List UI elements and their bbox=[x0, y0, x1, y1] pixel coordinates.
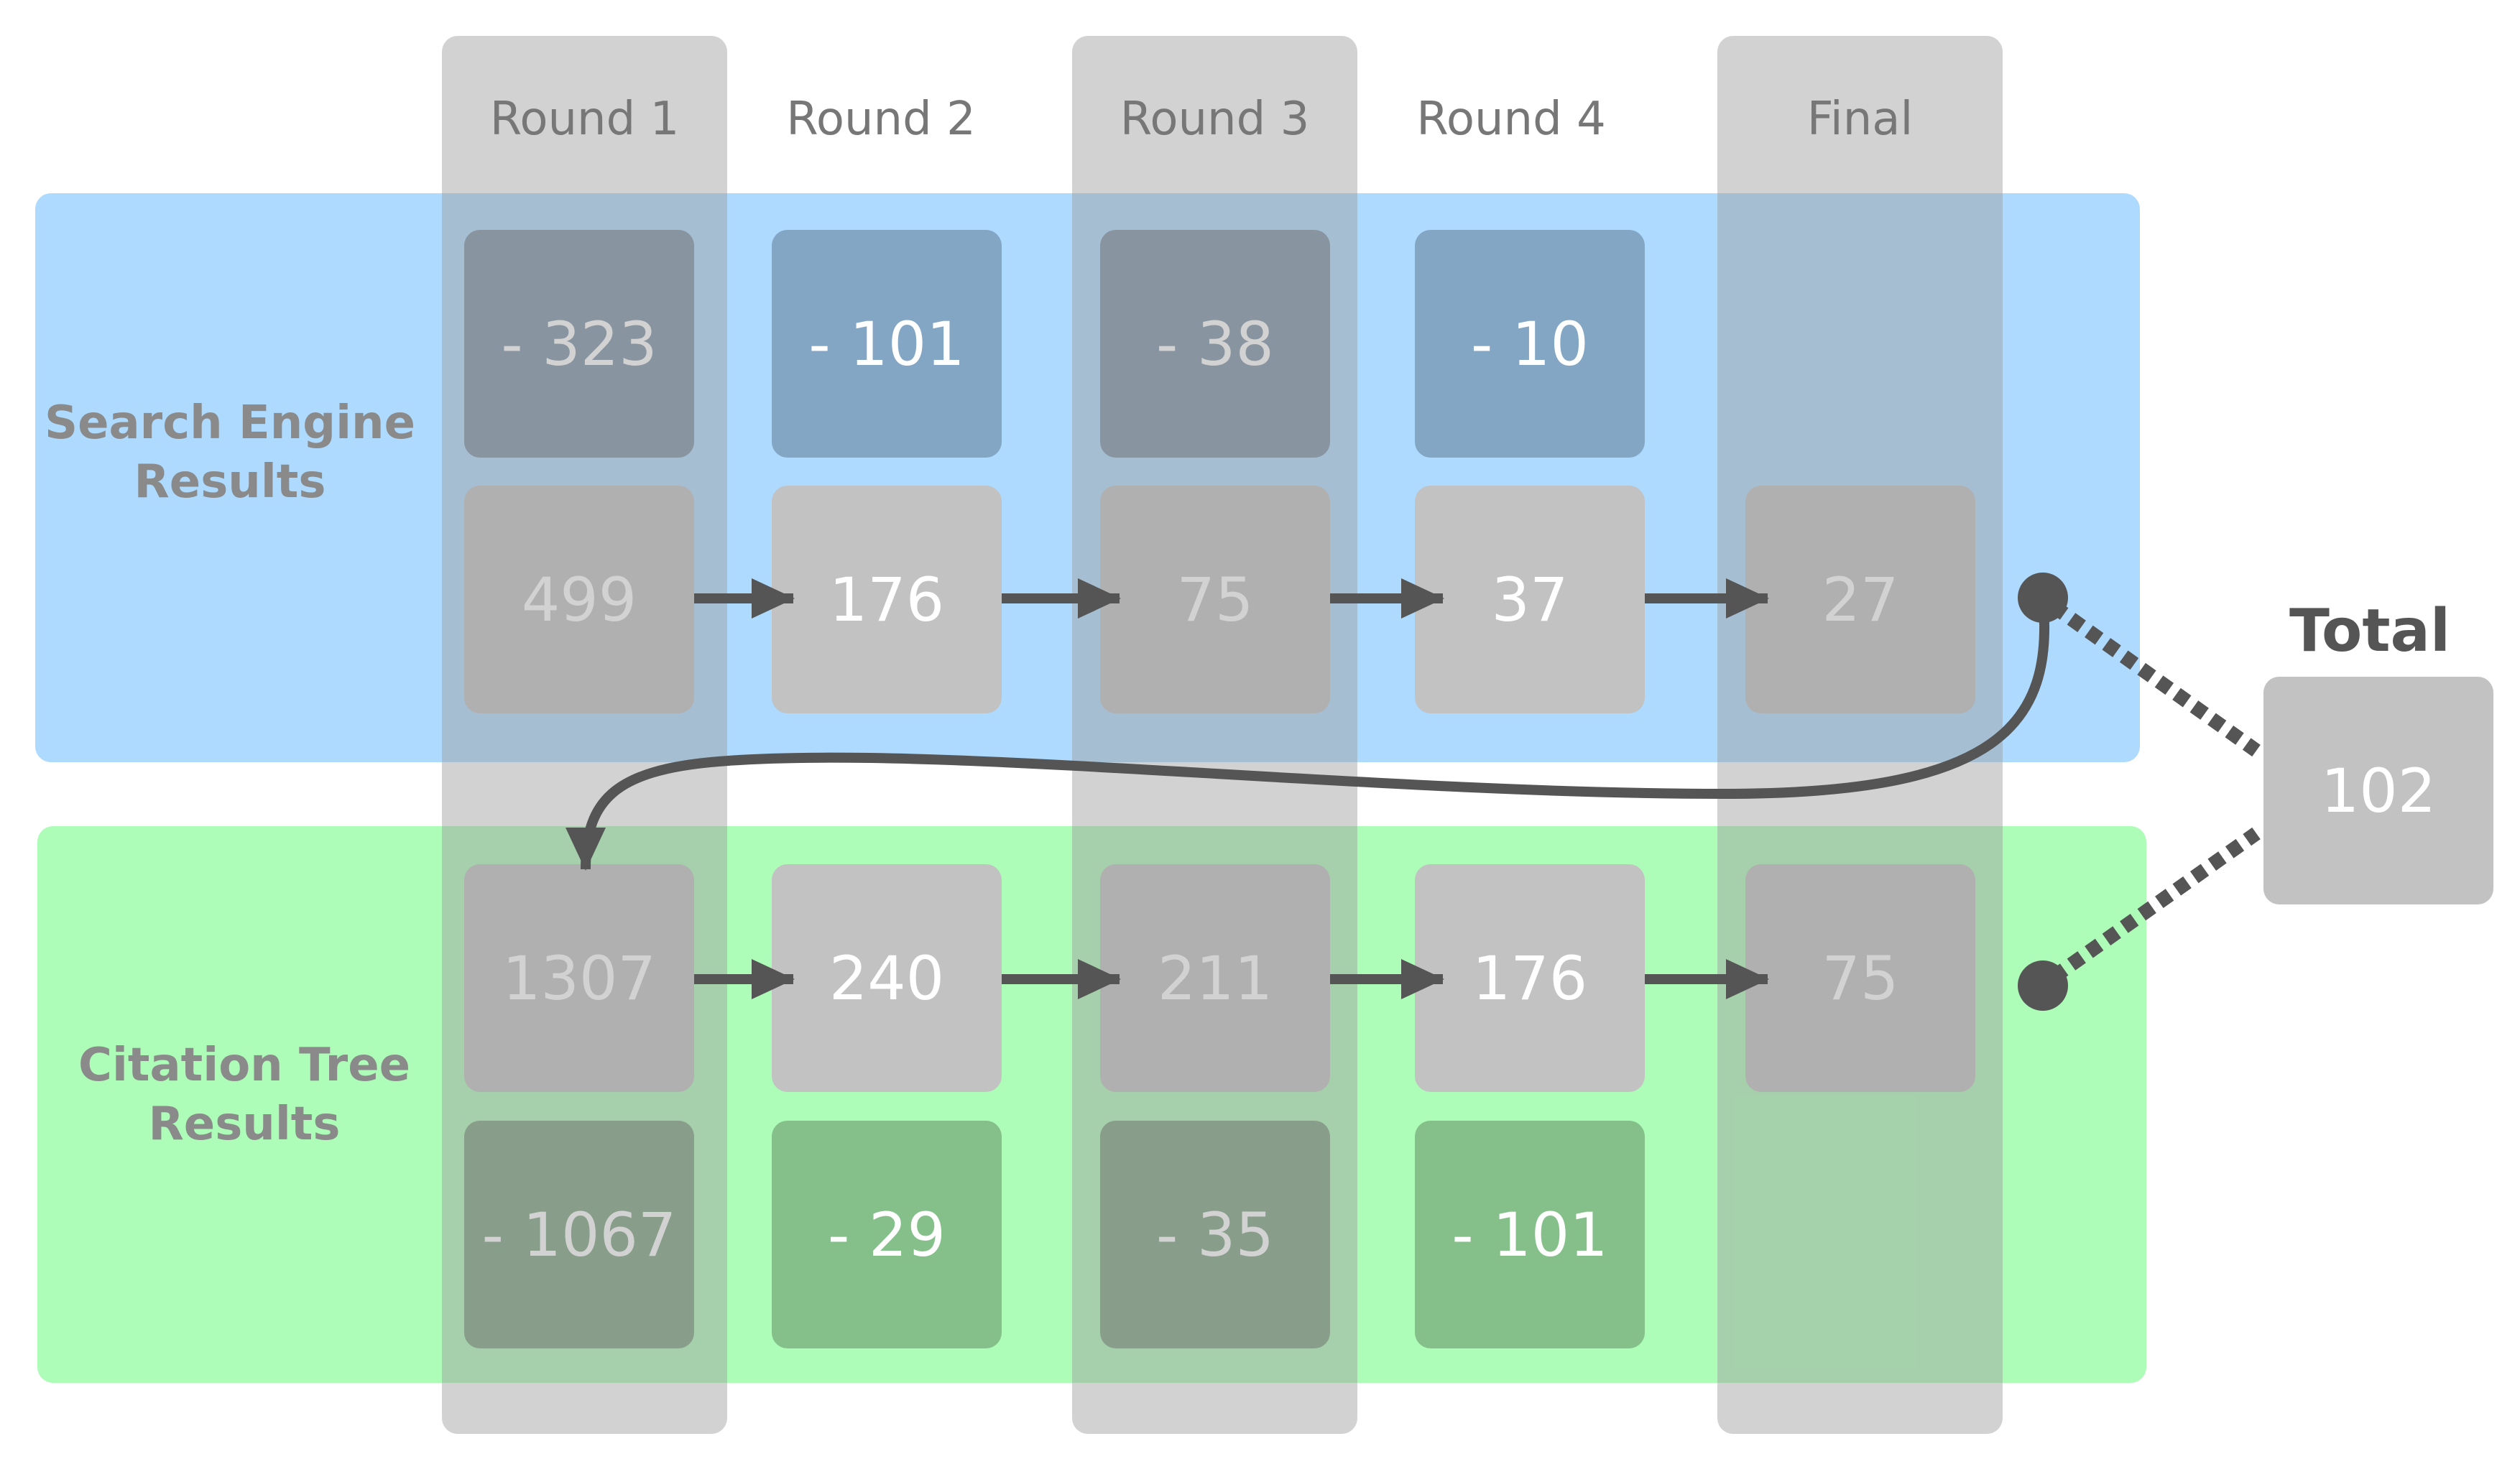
search-count-round-1: 499 bbox=[464, 486, 694, 713]
citation-removed-round-2: - 29 bbox=[772, 1121, 1002, 1348]
header-round-1: Round 1 bbox=[489, 93, 680, 146]
total-label: Total bbox=[2289, 597, 2451, 665]
column-round-3 bbox=[1072, 36, 1357, 1434]
column-round-1 bbox=[442, 36, 727, 1434]
search-to-total-dotted bbox=[2049, 600, 2261, 757]
search-to-citation-curve bbox=[566, 597, 2050, 871]
citation-count-round-3: 211 bbox=[1100, 864, 1330, 1092]
header-round-2: Round 2 bbox=[786, 93, 976, 146]
search-count-round-3: 75 bbox=[1100, 486, 1330, 713]
header-round-4: Round 4 bbox=[1416, 93, 1606, 146]
citation-removed-round-1: - 1067 bbox=[464, 1121, 694, 1348]
citation-count-round-2: 240 bbox=[772, 864, 1002, 1092]
header-round-3: Round 3 bbox=[1120, 93, 1310, 146]
search-removed-round-4: - 10 bbox=[1415, 230, 1645, 458]
column-final bbox=[1717, 36, 2003, 1434]
citation-count-round-4: 176 bbox=[1415, 864, 1645, 1092]
search-count-round-2: 176 bbox=[772, 486, 1002, 713]
header-final: Final bbox=[1806, 93, 1914, 146]
search-count-final: 27 bbox=[1745, 486, 1975, 713]
search-count-round-4: 37 bbox=[1415, 486, 1645, 713]
citation-to-total-dotted bbox=[2049, 827, 2261, 983]
search-removed-round-1: - 323 bbox=[464, 230, 694, 458]
total-value-box: 102 bbox=[2263, 677, 2493, 904]
search-removed-round-3: - 38 bbox=[1100, 230, 1330, 458]
citation-removed-round-4: - 101 bbox=[1415, 1121, 1645, 1348]
citation-count-round-1: 1307 bbox=[464, 864, 694, 1092]
citation-removed-round-3: - 35 bbox=[1100, 1121, 1330, 1348]
search-removed-round-2: - 101 bbox=[772, 230, 1002, 458]
citation-count-final: 75 bbox=[1745, 864, 1975, 1092]
citation-tree-label: Citation Tree Results bbox=[78, 1039, 411, 1151]
search-engine-label: Search Engine Results bbox=[44, 397, 416, 509]
